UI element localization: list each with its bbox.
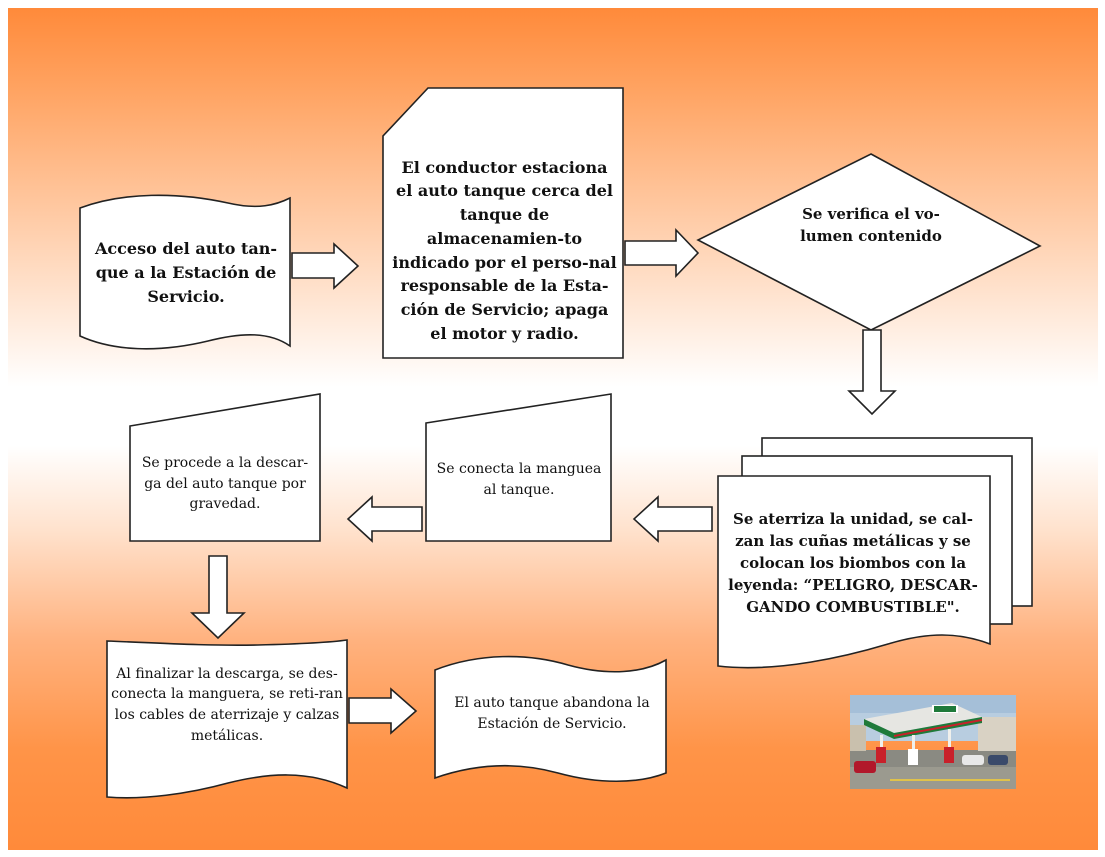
node-finalizar-text: Al finalizar la descarga, se des-conecta… [111, 665, 343, 744]
shape-conductor [382, 87, 624, 359]
node-acceso-text: Acceso del auto tan-que a la Estación de… [94, 239, 277, 306]
node-procede: Se procede a la descar-ga del auto tanqu… [134, 438, 316, 530]
gas-station-photo-svg [850, 695, 1016, 789]
arrow-conecta-procede [346, 495, 423, 543]
node-finalizar: Al finalizar la descarga, se des-conecta… [108, 644, 346, 766]
node-conecta-text: Se conecta la manguea al tanque. [436, 461, 602, 498]
node-conecta: Se conecta la manguea al tanque. [432, 448, 606, 512]
node-verifica-text: Se verifica el vo-lumen contenido [800, 204, 942, 245]
node-abandona-text: El auto tanque abandona la Estación de S… [454, 695, 650, 732]
node-verifica: Se verifica el vo-lumen contenido [778, 194, 964, 256]
arrow-procede-finalizar [190, 555, 246, 640]
arrow-conductor-verifica [624, 228, 700, 278]
slide: Acceso del auto tan-que a la Estación de… [8, 8, 1098, 850]
shape-finalizar [106, 639, 348, 799]
arrow-verifica-aterriza [847, 329, 897, 416]
arrow-acceso-conductor [291, 242, 360, 290]
node-abandona: El auto tanque abandona la Estación de S… [444, 680, 660, 748]
flowchart-canvas [79, 87, 1042, 799]
node-aterriza-text: Se aterriza la unidad, se cal-zan las cu… [728, 509, 978, 617]
node-acceso: Acceso del auto tan-que a la Estación de… [88, 218, 284, 328]
shape-procede [129, 393, 321, 542]
arrow-aterriza-conecta [632, 495, 713, 543]
gas-station-photo [850, 695, 1016, 789]
shape-aterriza-front [717, 475, 991, 669]
shape-conecta [425, 393, 612, 542]
node-conductor-text: El conductor estaciona el auto tanque ce… [392, 157, 617, 343]
arrow-finalizar-abandona [348, 687, 418, 735]
node-aterriza: Se aterriza la unidad, se cal-zan las cu… [720, 496, 986, 630]
node-procede-text: Se procede a la descar-ga del auto tanqu… [141, 454, 309, 513]
shape-abandona [434, 655, 667, 782]
shape-acceso [79, 194, 291, 350]
node-conductor: El conductor estaciona el auto tanque ce… [392, 148, 617, 353]
